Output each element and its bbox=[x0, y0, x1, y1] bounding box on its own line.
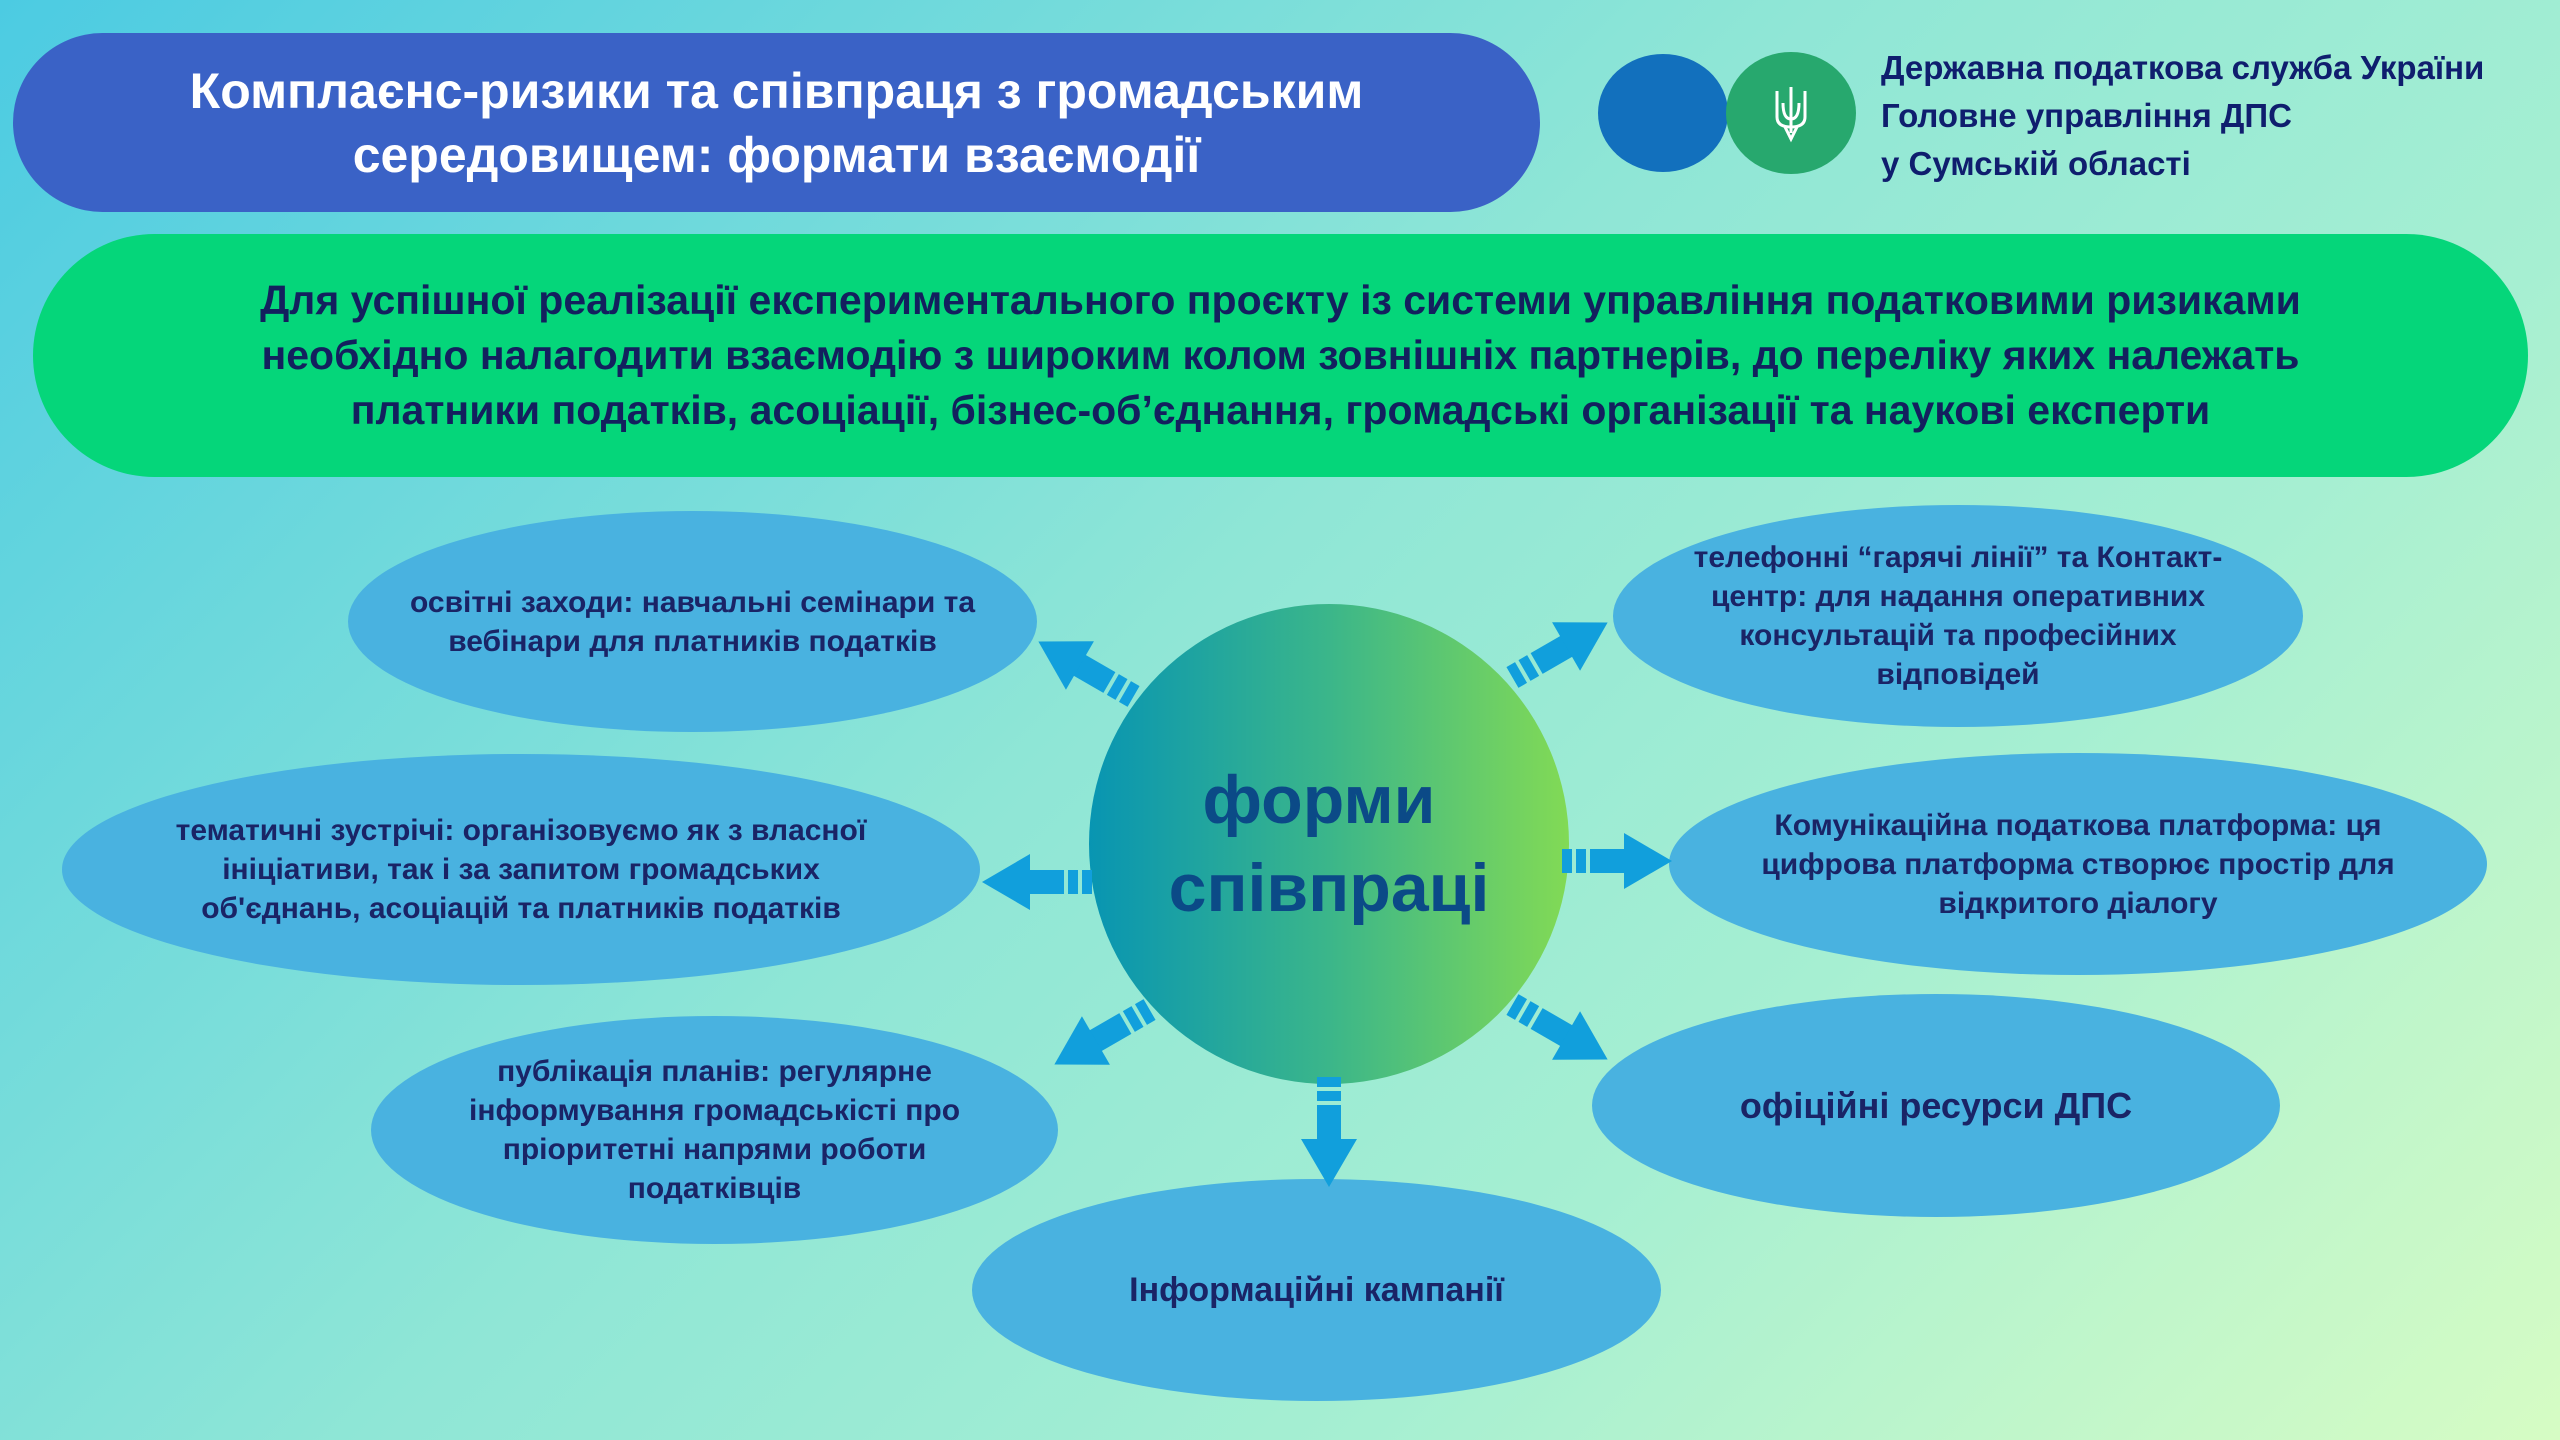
arrow-icon bbox=[1506, 622, 1608, 688]
center-label: співпраці bbox=[1168, 850, 1490, 926]
trident-icon bbox=[1775, 87, 1807, 143]
form-text: освітні заходи: навчальні семінари та ве… bbox=[409, 585, 976, 658]
center-circle: форми співпраці bbox=[1089, 604, 1569, 1084]
form-text: телефонні “гарячі лінії” та Контакт-цент… bbox=[1693, 541, 2223, 691]
banner-line: Для успішної реалізації експериментально… bbox=[260, 277, 2301, 323]
form-official-resources: офіційні ресурси ДПС bbox=[1592, 994, 2280, 1217]
banner-line: платники податків, асоціації, бізнес-об’… bbox=[350, 387, 2211, 433]
page-title: Комплаєнс-ризики та співпраця з громадсь… bbox=[13, 33, 1540, 212]
form-hotlines: телефонні “гарячі лінії” та Контакт-цент… bbox=[1613, 505, 2303, 727]
arrow-icon bbox=[1562, 833, 1672, 889]
arrow-icon bbox=[1506, 994, 1608, 1060]
intro-banner: Для успішної реалізації експериментально… bbox=[33, 234, 2528, 477]
arrow-icon bbox=[1054, 999, 1156, 1065]
arrow-icon bbox=[1038, 641, 1140, 707]
center-label: форми bbox=[1202, 762, 1436, 838]
title-line: середовищем: формати взаємодії bbox=[352, 126, 1201, 183]
form-text: Комунікаційна податкова платформа: ця ци… bbox=[1761, 808, 2395, 920]
org-line: Державна податкова служба України bbox=[1881, 49, 2485, 86]
logo-blue-circle bbox=[1598, 54, 1728, 172]
org-line: Головне управління ДПС bbox=[1881, 97, 2292, 134]
form-text: публікація планів: регулярне інформуванн… bbox=[468, 1055, 961, 1205]
title-line: Комплаєнс-ризики та співпраця з громадсь… bbox=[189, 62, 1364, 119]
arrow-icon bbox=[1301, 1077, 1357, 1187]
form-thematic-meetings: тематичні зустрічі: організовуємо як з в… bbox=[62, 754, 980, 985]
form-text: тематичні зустрічі: організовуємо як з в… bbox=[175, 814, 867, 925]
form-text: Інформаційні кампанії bbox=[1129, 1270, 1504, 1309]
form-info-campaigns: Інформаційні кампанії bbox=[972, 1179, 1661, 1401]
organization-name: Державна податкова служба України Головн… bbox=[1881, 44, 2484, 188]
form-plan-publication: публікація планів: регулярне інформуванн… bbox=[371, 1016, 1058, 1244]
logo-green-circle bbox=[1726, 52, 1856, 174]
arrow-icon bbox=[982, 854, 1092, 910]
org-line: у Сумській області bbox=[1881, 145, 2191, 182]
form-communication-platform: Комунікаційна податкова платформа: ця ци… bbox=[1669, 753, 2487, 975]
form-educational-events: освітні заходи: навчальні семінари та ве… bbox=[348, 511, 1037, 732]
banner-line: необхідно налагодити взаємодію з широким… bbox=[261, 332, 2300, 378]
form-text: офіційні ресурси ДПС bbox=[1739, 1085, 2133, 1126]
